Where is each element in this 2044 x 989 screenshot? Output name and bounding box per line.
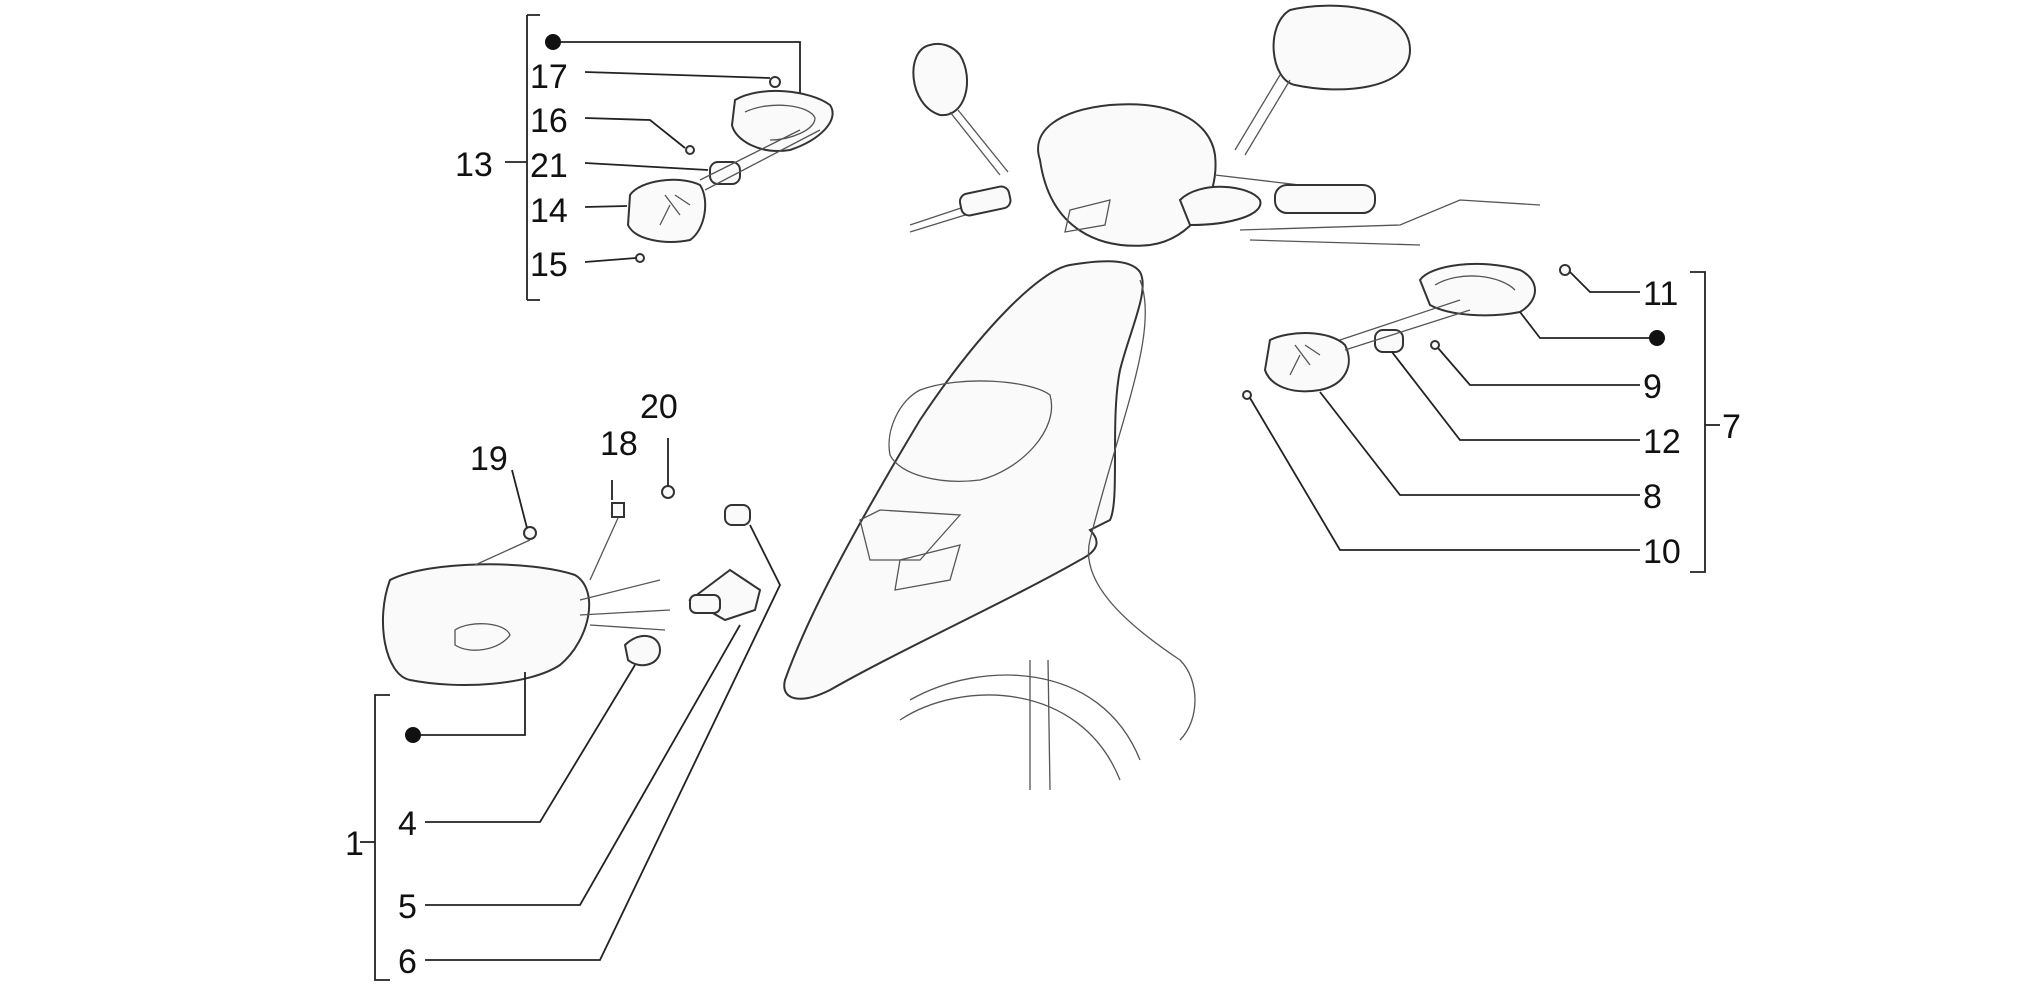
shield-vent-lower (894, 544, 961, 591)
leader-4 (425, 664, 636, 823)
label-13: 13 (455, 146, 493, 184)
screw-10 (1242, 390, 1252, 400)
label-9: 9 (1643, 368, 1662, 406)
leader-17 (584, 71, 771, 79)
label-6: 6 (398, 943, 417, 981)
label-5: 5 (398, 888, 417, 926)
leader-15 (584, 257, 637, 263)
housing-inner-left (744, 104, 816, 141)
turn-signal-lens-right (1263, 332, 1350, 393)
label-21: 21 (530, 147, 568, 185)
leader-8 (1319, 391, 1640, 496)
headlight-group: 1 4 5 6 19 18 20 (345, 388, 782, 981)
clip-11 (1559, 264, 1571, 276)
label-12: 12 (1643, 423, 1681, 461)
cable-lines (1239, 199, 1541, 246)
headlight-unit (381, 563, 591, 686)
label-19: 19 (470, 440, 508, 478)
label-8: 8 (1643, 478, 1662, 516)
left-grip (958, 185, 1012, 217)
leader-19 (511, 469, 528, 529)
leader-14 (584, 205, 628, 208)
group-1-dot-leader (421, 672, 526, 736)
label-10: 10 (1643, 533, 1681, 571)
label-14: 14 (530, 192, 568, 230)
bulb-21 (709, 161, 741, 185)
screw-15 (635, 253, 645, 263)
group-7-dot (1649, 330, 1665, 346)
front-left-turn-signal-group: 17 16 21 14 15 13 (455, 14, 834, 301)
front-shield (783, 260, 1144, 700)
screw-16 (685, 145, 695, 155)
screw-20 (661, 485, 675, 499)
screw-19 (523, 526, 537, 540)
leader-16 (584, 117, 686, 149)
housing-inner-right (1434, 275, 1516, 291)
leader-11 (1569, 271, 1640, 293)
clip-17 (769, 76, 781, 88)
headlight-wires (579, 579, 671, 631)
lens-mark-left (659, 194, 691, 226)
group-1-bracket (374, 694, 390, 981)
scooter-body (783, 4, 1541, 791)
leader-21 (584, 162, 709, 171)
right-grip (1274, 184, 1376, 214)
group-7-bracket (1690, 271, 1706, 573)
lens-mark-right (1289, 344, 1321, 376)
label-1: 1 (345, 825, 364, 863)
turn-signal-housing-left (730, 90, 834, 152)
bulb-retainer-4 (623, 635, 662, 667)
group-13-dot (545, 34, 561, 50)
leader-6 (425, 524, 782, 961)
leader-12 (1391, 351, 1640, 441)
headlight-fix-axis (474, 517, 619, 581)
shield-vent (859, 509, 962, 561)
shield-panel (888, 380, 1053, 482)
label-18: 18 (600, 425, 638, 463)
group-13-dot-leader (561, 41, 801, 95)
front-wheel (899, 674, 1141, 781)
front-fork (1029, 659, 1051, 791)
label-4: 4 (398, 805, 417, 843)
label-11: 11 (1643, 275, 1678, 313)
leader-5 (425, 624, 741, 906)
headset-cover (1037, 103, 1217, 247)
throttle-housing (1178, 185, 1262, 227)
turn-signal-housing-right (1418, 262, 1536, 317)
parking-bulb-6 (724, 504, 751, 526)
label-7: 7 (1722, 408, 1741, 446)
headlight-bulb-glass (689, 594, 721, 614)
label-16: 16 (530, 102, 568, 140)
assembly-axis-right (1339, 299, 1471, 351)
leader-10 (1249, 397, 1640, 551)
headlight-reflector-mark (454, 623, 511, 651)
label-20: 20 (640, 388, 678, 426)
group-13-bracket (526, 14, 540, 301)
group-1-dot (405, 727, 421, 743)
screw-9 (1430, 340, 1440, 350)
bracket-18 (611, 502, 625, 518)
fender-edge (1087, 279, 1196, 741)
front-right-turn-signal-group: 11 9 12 8 10 7 (1242, 262, 1741, 573)
right-mirror-stem (1234, 74, 1291, 156)
group-7-dot-leader (1519, 311, 1649, 339)
label-17: 17 (530, 58, 568, 96)
right-mirror (1272, 4, 1412, 91)
left-mirror-stem (949, 109, 1009, 176)
headset-slot (1064, 199, 1111, 233)
left-mirror (912, 42, 969, 117)
assembly-axis-left (699, 129, 821, 191)
leader-9 (1437, 347, 1640, 386)
label-15: 15 (530, 246, 568, 284)
